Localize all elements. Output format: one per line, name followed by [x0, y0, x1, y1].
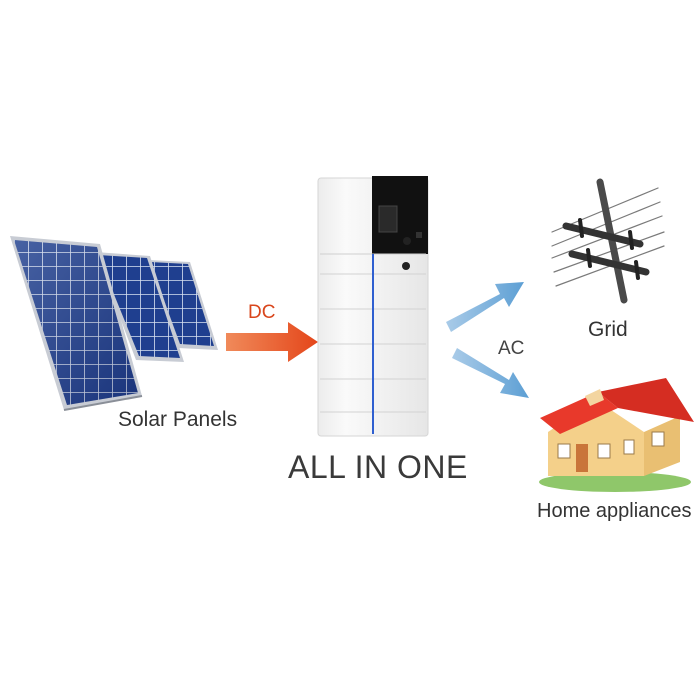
dc-label: DC	[248, 302, 276, 323]
solar-panel-icon	[10, 236, 218, 411]
house-icon	[539, 378, 694, 492]
solar-panels-label: Solar Panels	[118, 408, 238, 431]
ac-label: AC	[498, 338, 525, 359]
dc-arrow	[226, 322, 318, 362]
grid-label: Grid	[588, 318, 628, 341]
all-in-one-label: ALL IN ONE	[288, 449, 468, 485]
ac-arrow-down	[452, 348, 529, 398]
home-appliances-label: Home appliances	[537, 500, 692, 522]
battery-unit-icon	[317, 176, 429, 437]
grid-pylon-icon	[551, 178, 665, 304]
ac-arrow-up	[446, 282, 524, 332]
